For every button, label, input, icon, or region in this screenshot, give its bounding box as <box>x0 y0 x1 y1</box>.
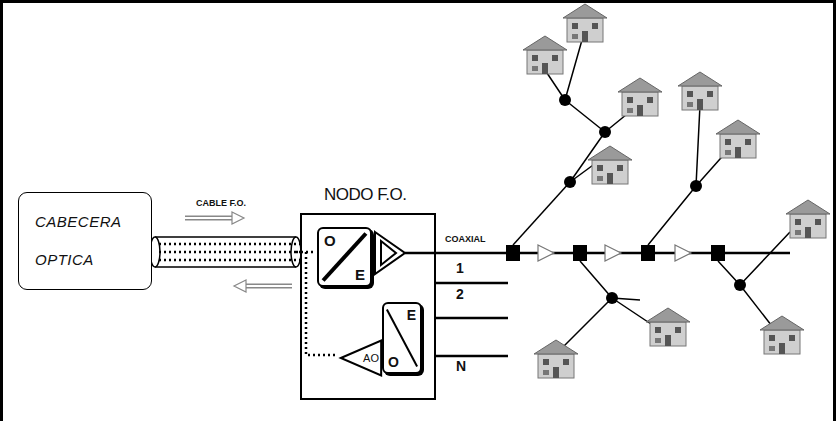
return-amplifier: AO <box>340 339 382 377</box>
coaxial-label: COAXIAL <box>445 234 486 244</box>
headend-box: CABECERA OPTICA <box>18 192 152 290</box>
converter-letter: O <box>324 232 336 249</box>
downstream-arrow <box>185 212 244 224</box>
fiber-cable <box>150 237 302 267</box>
converter-letter: O <box>388 354 399 370</box>
triangle-outline <box>341 341 381 376</box>
output-number: 1 <box>456 260 464 276</box>
fiber-strand <box>159 259 302 262</box>
subscriber-houses <box>523 4 830 378</box>
output-number: N <box>456 358 466 374</box>
upstream-arrow <box>234 280 292 292</box>
amplifier-symbol <box>375 232 405 274</box>
converter-letter: E <box>355 266 365 283</box>
coaxial-outputs <box>405 253 790 356</box>
line-amplifiers <box>538 245 691 261</box>
tap-symbols <box>506 245 725 261</box>
eo-converter: EO <box>382 302 422 374</box>
fiber-strand <box>159 251 302 254</box>
fiber-strand <box>159 243 302 246</box>
cable-label: CABLE F.O. <box>196 198 246 208</box>
oe-converter: OE <box>317 227 372 287</box>
converter-letter: E <box>407 307 416 323</box>
drop-cables <box>513 40 790 350</box>
node-title: NODO F.O. <box>324 185 406 205</box>
amplifier-label: AO <box>363 352 382 364</box>
output-number: 2 <box>456 286 464 302</box>
tap-dots <box>559 94 746 304</box>
fiber-node-box: NODO F.O.OEEOAO <box>300 213 436 400</box>
headend-label: CABECERA OPTICA <box>35 203 135 279</box>
